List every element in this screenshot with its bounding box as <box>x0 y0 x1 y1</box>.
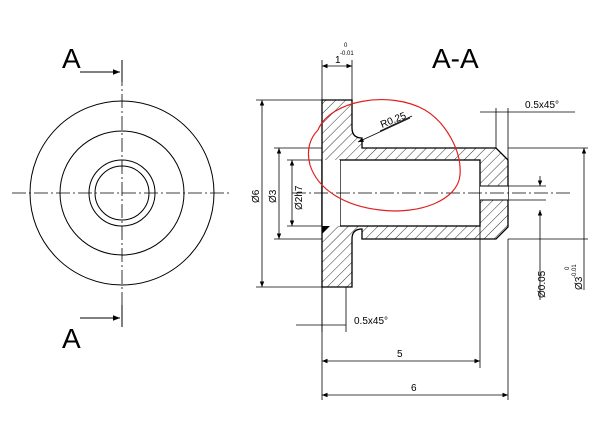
dim-length-5: 5 <box>397 349 403 360</box>
section-view-title: A-A <box>432 43 479 74</box>
dim-length-6: 6 <box>411 383 417 394</box>
section-view: A-A Ø6 Ø3 Ø2h7 1 <box>251 43 588 400</box>
leader-radius-shelf <box>379 115 413 132</box>
end-view: A A <box>12 43 232 354</box>
dim-d3: Ø3 <box>268 189 279 203</box>
dim-bore: Ø2h7 <box>294 185 305 210</box>
dim-right-tol-upper: 0 <box>565 266 571 270</box>
dim-right-d3: Ø3 <box>574 276 585 290</box>
leader-radius <box>357 117 411 143</box>
section-label-bottom: A <box>62 323 81 354</box>
dim-d6: Ø6 <box>251 189 262 203</box>
section-label-top: A <box>62 43 81 74</box>
dim-flange-tol-upper: 0 <box>344 43 348 49</box>
dim-flange-tol-lower: -0.01 <box>340 51 354 57</box>
dim-flange-width: 1 <box>335 55 341 66</box>
dim-right-tol-lower: -0.01 <box>572 264 578 278</box>
dim-chamfer-top: 0.5x45° <box>525 100 559 111</box>
bore-corner-fillet <box>322 226 330 234</box>
dim-chamfer-bottom: 0.5x45° <box>354 316 388 327</box>
red-markup-circle <box>307 99 461 212</box>
dim-tip-diameter: Ø0.05 <box>537 270 548 298</box>
dim-radius: R0.25 <box>379 110 408 130</box>
